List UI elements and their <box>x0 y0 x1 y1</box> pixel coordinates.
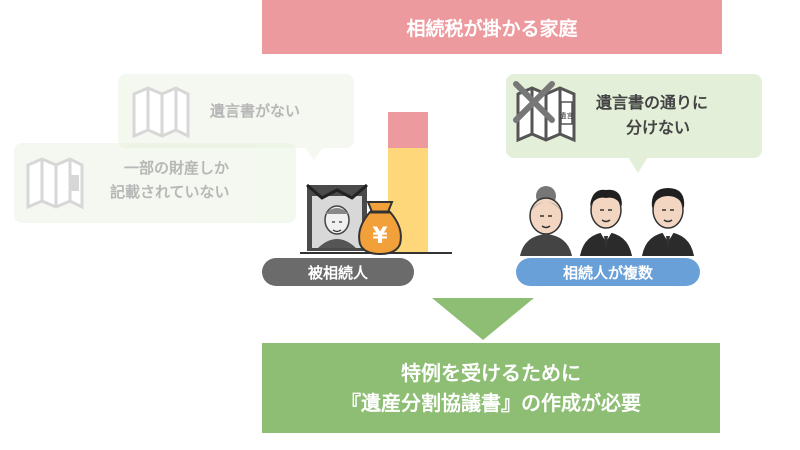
deceased-label-pill: 被相続人 <box>262 258 414 286</box>
money-bag-icon: ¥ <box>358 201 402 256</box>
partial-will-text-2: 記載されていない <box>110 183 230 201</box>
will-label: 遺言 <box>560 111 574 120</box>
will-document-icon <box>132 86 190 139</box>
partial-will-bubble <box>14 143 296 223</box>
header-banner: 相続税が掛かる家庭 <box>262 0 722 54</box>
result-line-1: 特例を受けるために <box>401 361 581 385</box>
partial-will-text-1: 一部の財産しか <box>124 159 230 177</box>
asset-bar-top <box>388 112 428 148</box>
not-follow-will-text-2: 分けない <box>626 118 691 137</box>
crossed-will-icon: 遺言 <box>513 81 576 143</box>
down-arrow-icon <box>432 298 534 340</box>
no-will-bubble <box>118 74 354 148</box>
deceased-portrait-icon <box>306 184 368 251</box>
partial-will-bubble-group: 一部の財産しか 記載されていない <box>14 143 296 225</box>
no-will-bubble-group: 遺言書がない <box>118 74 354 160</box>
heirs-label-pill: 相続人が複数 <box>516 258 700 286</box>
bubble-tail <box>304 146 324 160</box>
result-line-2: 『遺産分割協議書』の作成が必要 <box>341 391 641 415</box>
heir-grandmother-icon <box>520 186 572 256</box>
heirs-label: 相続人が複数 <box>562 263 653 282</box>
heir-man-2-icon <box>642 188 694 256</box>
bubble-tail <box>628 157 648 173</box>
header-title: 相続税が掛かる家庭 <box>406 17 578 40</box>
no-will-text: 遺言書がない <box>210 102 301 120</box>
result-box: 特例を受けるために 『遺産分割協議書』の作成が必要 <box>262 343 720 433</box>
heir-man-1-icon <box>580 189 632 256</box>
will-document-icon <box>26 157 84 210</box>
yen-symbol: ¥ <box>372 224 388 249</box>
deceased-label: 被相続人 <box>307 263 368 282</box>
not-follow-will-text-1: 遺言書の通りに <box>596 93 709 112</box>
